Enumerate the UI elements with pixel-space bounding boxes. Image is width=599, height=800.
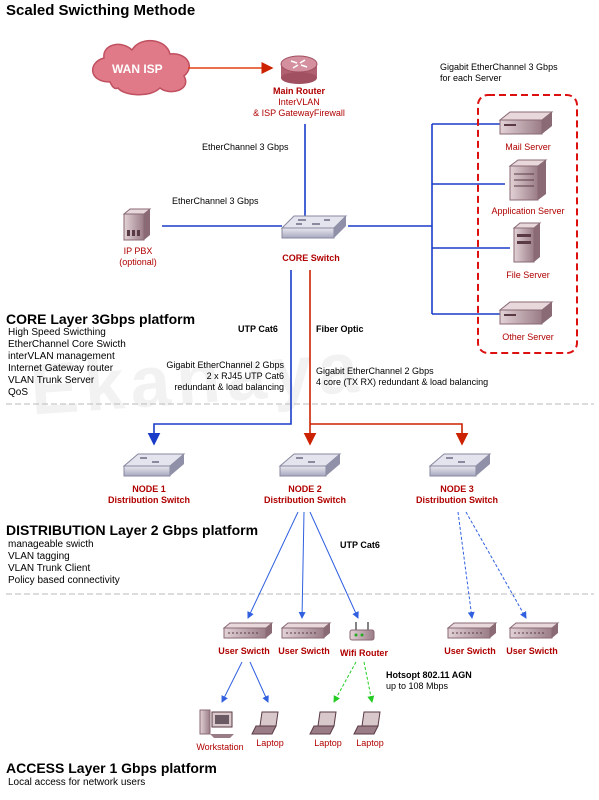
file-server-label: File Server xyxy=(506,270,550,280)
node1-label: NODE 1 Distribution Switch xyxy=(94,484,204,506)
core-item: QoS xyxy=(8,387,29,398)
switch1-laptop-link xyxy=(249,661,269,703)
node2-switch-icon xyxy=(278,453,342,477)
user-switch-4-icon xyxy=(508,622,560,639)
pbx-name: IP PBX xyxy=(123,246,153,256)
laptop-1-icon xyxy=(251,711,279,735)
utp-note-2: 2 x RJ45 UTP Cat6 xyxy=(206,371,284,381)
distribution-item: VLAN tagging xyxy=(8,551,70,562)
core-item: VLAN Trunk Server xyxy=(8,375,95,386)
server-group-box xyxy=(477,94,578,354)
user-switch-3-label: User Swicth xyxy=(444,646,496,656)
access-section-desc: Local access for network users xyxy=(8,777,146,788)
mail-server-label: Mail Server xyxy=(505,142,551,152)
pbx-label-group: IP PBX (optional) xyxy=(108,246,168,268)
node3-user3-link xyxy=(457,511,475,619)
server-link-label-2: for each Server xyxy=(440,73,502,83)
utp-note-3: redundant & load balancing xyxy=(174,382,284,392)
node3-name: NODE 3 xyxy=(440,484,474,494)
file-server-icon xyxy=(512,222,542,263)
core-section-list: High Speed Swicthing EtherChannel Core S… xyxy=(8,327,126,399)
distribution-item: VLAN Trunk Client xyxy=(8,563,91,574)
workstation-icon xyxy=(199,709,234,738)
node2-user1-link xyxy=(247,511,299,619)
wifi-laptop1-link xyxy=(333,661,357,703)
laptop-1-label: Laptop xyxy=(256,738,284,748)
router-name: Main Router xyxy=(272,86,325,96)
application-server-icon xyxy=(508,159,548,201)
router-desc-1: InterVLAN xyxy=(278,97,320,107)
application-server-label: Application Server xyxy=(491,206,565,216)
user-switch-2-icon xyxy=(280,622,332,639)
node2-user2-link xyxy=(298,511,306,619)
pbx-note: (optional) xyxy=(119,257,157,267)
fiber-optic-label: Fiber Optic xyxy=(316,324,364,334)
distribution-utp-label: UTP Cat6 xyxy=(340,540,380,550)
core-item: interVLAN management xyxy=(8,351,115,362)
other-server-icon xyxy=(498,301,554,325)
core-node3-link xyxy=(310,423,469,446)
utp-note-group: Gigabit EtherChannel 2 Gbps 2 x RJ45 UTP… xyxy=(144,360,284,393)
node1-switch-icon xyxy=(122,453,186,477)
wifi-laptop2-link xyxy=(363,661,375,703)
pbx-core-link-label: EtherChannel 3 Gbps xyxy=(172,196,259,206)
router-core-link-label: EtherChannel 3 Gbps xyxy=(202,142,289,152)
core-node1-link xyxy=(147,270,292,446)
user-switch-2-label: User Swicth xyxy=(278,646,330,656)
distribution-section-title: DISTRIBUTION Layer 2 Gbps platform xyxy=(6,522,259,538)
node2-label: NODE 2 Distribution Switch xyxy=(250,484,360,506)
fiber-note-1: Gigabit EtherChannel 2 Gbps xyxy=(316,366,434,376)
mail-server-icon xyxy=(498,111,554,135)
wifi-note-1: Hotsopt 802.11 AGN xyxy=(386,670,472,680)
utp-note-1: Gigabit EtherChannel 2 Gbps xyxy=(166,360,284,370)
ip-pbx-icon xyxy=(122,208,152,241)
server-link-label-1: Gigabit EtherChannel 3 Gbps xyxy=(440,62,558,72)
node2-wifi-link xyxy=(309,511,359,619)
wan-label: WAN ISP xyxy=(112,62,163,76)
distribution-item: manageable swicth xyxy=(8,539,94,550)
utp-cat6-label: UTP Cat6 xyxy=(238,324,278,334)
wifi-router-label: Wifi Router xyxy=(340,648,388,658)
core-item: High Speed Swicthing xyxy=(8,327,106,338)
distribution-item: Policy based connectivity xyxy=(8,575,120,586)
workstation-label: Workstation xyxy=(196,742,244,752)
router-label-group: Main Router InterVLAN & ISP GatewayFirew… xyxy=(244,86,354,119)
router-desc-2: & ISP GatewayFirewall xyxy=(253,108,345,118)
core-item: Internet Gateway router xyxy=(8,363,114,374)
wifi-router-icon xyxy=(349,622,375,641)
node3-label: NODE 3 Distribution Switch xyxy=(402,484,512,506)
user-switch-3-icon xyxy=(446,622,498,639)
access-section-title: ACCESS Layer 1 Gbps platform xyxy=(6,760,217,776)
wifi-note-2: up to 108 Mbps xyxy=(386,681,449,691)
node2-name: NODE 2 xyxy=(288,484,322,494)
user-switch-1-label: User Swicth xyxy=(218,646,270,656)
router-icon xyxy=(280,55,318,84)
node1-sub: Distribution Switch xyxy=(108,495,190,505)
other-server-label: Other Server xyxy=(502,332,554,342)
laptop-2-icon xyxy=(309,711,337,735)
switch1-workstation-link xyxy=(221,661,243,703)
node3-switch-icon xyxy=(428,453,492,477)
laptop-3-icon xyxy=(353,711,381,735)
node3-sub: Distribution Switch xyxy=(416,495,498,505)
node3-user4-link xyxy=(465,511,527,619)
user-switch-4-label: User Swicth xyxy=(506,646,558,656)
node2-sub: Distribution Switch xyxy=(264,495,346,505)
fiber-note-2: 4 core (TX RX) redundant & load balancin… xyxy=(316,377,489,387)
fiber-note-group: Gigabit EtherChannel 2 Gbps 4 core (TX R… xyxy=(316,366,488,388)
core-section-title: CORE Layer 3Gbps platform xyxy=(6,311,196,327)
laptop-2-label: Laptop xyxy=(314,738,342,748)
wifi-note-group: Hotsopt 802.11 AGN up to 108 Mbps xyxy=(386,670,472,692)
page-title: Scaled Swicthing Methode xyxy=(6,2,196,19)
laptop-3-label: Laptop xyxy=(356,738,384,748)
core-item: EtherChannel Core Swicth xyxy=(8,339,126,350)
core-switch-label: CORE Switch xyxy=(282,253,340,263)
wan-cloud-icon xyxy=(92,40,190,96)
core-switch-icon xyxy=(280,215,348,239)
distribution-section-list: manageable swicth VLAN tagging VLAN Trun… xyxy=(8,539,120,587)
user-switch-1-icon xyxy=(222,622,274,639)
node1-name: NODE 1 xyxy=(132,484,166,494)
